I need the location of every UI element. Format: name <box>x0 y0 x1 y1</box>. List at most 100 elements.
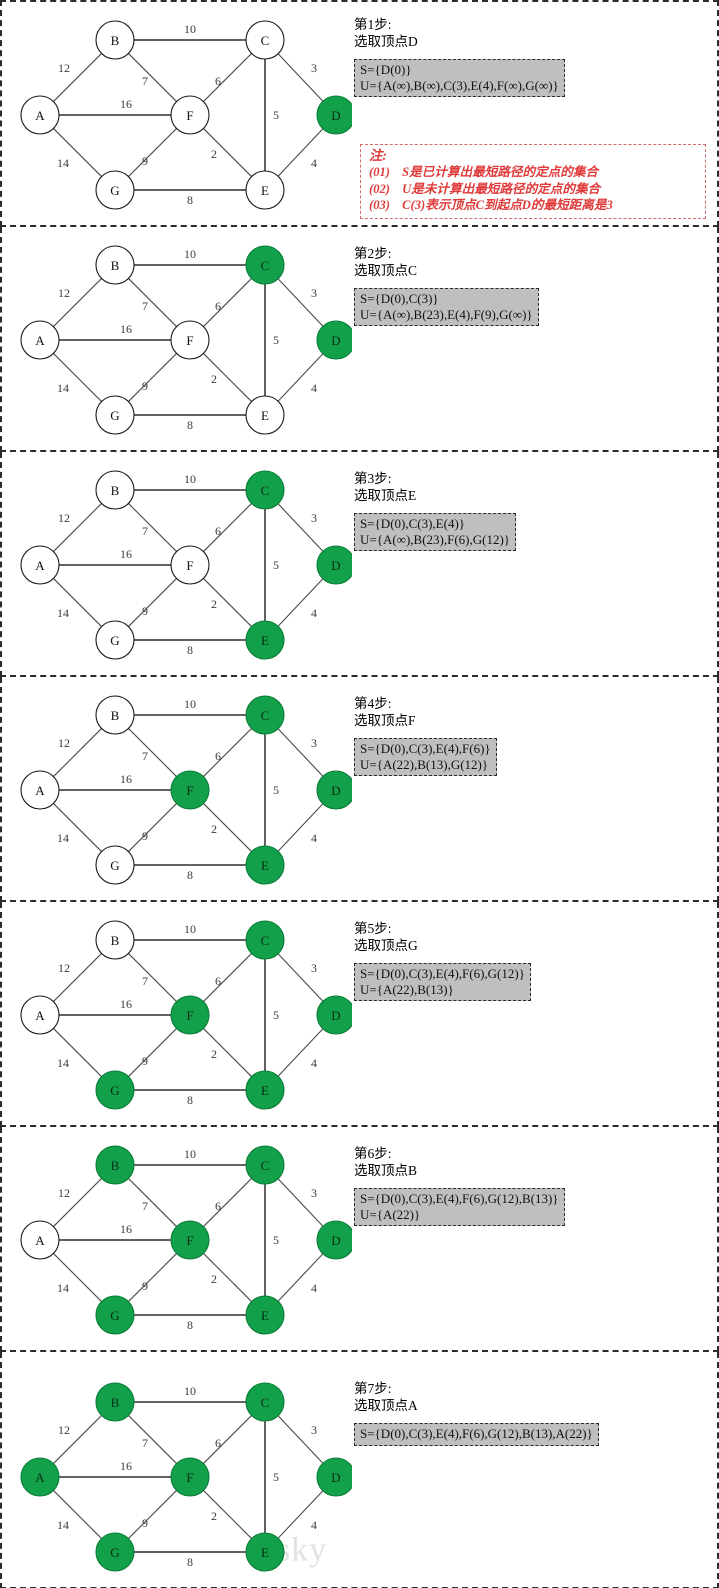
edge-weight-c-d: 3 <box>311 61 317 75</box>
graph-node-d[interactable] <box>316 545 352 585</box>
graph-node-a[interactable] <box>20 320 60 360</box>
u-set-line: U={A(∞),B(23),E(4),F(9),G(∞)} <box>360 306 533 322</box>
step-title-1: 第1步:选取顶点D <box>354 16 706 50</box>
graph-node-e[interactable] <box>245 170 285 210</box>
edge-weight-b-c: 10 <box>184 922 196 936</box>
step-title-line1: 第5步: <box>354 921 392 936</box>
graph-edge-c-d <box>277 503 324 552</box>
set-state-box-5: S={D(0),C(3),E(4),F(6),G(12)}U={A(22),B(… <box>354 963 531 1001</box>
edge-weight-c-e: 5 <box>273 1008 279 1022</box>
set-state-box-6: S={D(0),C(3),E(4),F(6),G(12),B(13)}U={A(… <box>354 1188 565 1226</box>
graph-node-label-e: E <box>261 1545 269 1560</box>
graph-node-g[interactable] <box>95 845 135 885</box>
edge-weight-b-f: 7 <box>142 1199 148 1213</box>
graph-node-b[interactable] <box>95 245 135 285</box>
set-state-box-1: S={D(0)}U={A(∞),B(∞),C(3),E(4),F(∞),G(∞)… <box>354 59 565 97</box>
graph-node-a[interactable] <box>20 1220 60 1260</box>
graph-node-e[interactable] <box>245 845 285 885</box>
graph-edge-d-e <box>277 578 324 627</box>
graph-edge-a-g <box>53 1253 102 1302</box>
edge-weight-c-e: 5 <box>273 558 279 572</box>
graph-edge-d-e <box>277 1490 324 1539</box>
graph-node-c[interactable] <box>245 695 285 735</box>
graph-node-f[interactable] <box>170 1457 210 1497</box>
s-set-line: S={D(0),C(3),E(4)} <box>360 516 466 531</box>
graph-node-e[interactable] <box>245 1532 285 1572</box>
graph-edge-f-g <box>128 803 177 852</box>
graph-node-d[interactable] <box>316 320 352 360</box>
edge-weight-b-f: 7 <box>142 524 148 538</box>
graph-node-d[interactable] <box>316 1457 352 1497</box>
edge-weight-b-c: 10 <box>184 247 196 261</box>
graph-node-b[interactable] <box>95 920 135 960</box>
graph-node-d[interactable] <box>316 770 352 810</box>
edge-weight-a-f: 16 <box>120 322 132 336</box>
graph-node-g[interactable] <box>95 1532 135 1572</box>
graph-node-e[interactable] <box>245 1070 285 1110</box>
graph-node-f[interactable] <box>170 320 210 360</box>
graph-node-f[interactable] <box>170 995 210 1035</box>
graph-node-a[interactable] <box>20 545 60 585</box>
graph-node-f[interactable] <box>170 1220 210 1260</box>
edge-weight-f-e: 2 <box>211 147 217 161</box>
edge-weight-f-e: 2 <box>211 597 217 611</box>
graph-edge-c-f <box>203 1178 252 1227</box>
u-set-line: U={A(22),B(13)} <box>360 981 454 997</box>
edge-weight-a-b: 12 <box>58 1186 70 1200</box>
graph-node-d[interactable] <box>316 995 352 1035</box>
graph-node-label-a: A <box>35 333 45 348</box>
graph-edge-a-g <box>53 578 102 627</box>
graph-node-a[interactable] <box>20 995 60 1035</box>
u-set-line: U={A(∞),B(∞),C(3),E(4),F(∞),G(∞)} <box>360 77 559 93</box>
graph-node-a[interactable] <box>20 770 60 810</box>
step-title-3: 第3步:选取顶点E <box>354 470 706 504</box>
step-title-line1: 第1步: <box>354 17 392 32</box>
graph-node-b[interactable] <box>95 695 135 735</box>
graph-node-g[interactable] <box>95 1295 135 1335</box>
graph-node-e[interactable] <box>245 1295 285 1335</box>
edge-weight-g-e: 8 <box>187 1555 193 1569</box>
edge-weight-c-d: 3 <box>311 1186 317 1200</box>
graph-node-g[interactable] <box>95 1070 135 1110</box>
graph-node-c[interactable] <box>245 1145 285 1185</box>
graph-edge-d-e <box>277 353 324 402</box>
graph-node-c[interactable] <box>245 245 285 285</box>
edge-weight-g-e: 8 <box>187 868 193 882</box>
graph-node-g[interactable] <box>95 620 135 660</box>
graph-node-b[interactable] <box>95 470 135 510</box>
graph-node-c[interactable] <box>245 920 285 960</box>
step-title-line1: 第6步: <box>354 1146 392 1161</box>
graph-node-g[interactable] <box>95 395 135 435</box>
graph-node-c[interactable] <box>245 1382 285 1422</box>
edge-weight-g-e: 8 <box>187 193 193 207</box>
graph-node-c[interactable] <box>245 470 285 510</box>
graph-node-label-b: B <box>111 933 120 948</box>
graph-node-b[interactable] <box>95 1382 135 1422</box>
graph-node-g[interactable] <box>95 170 135 210</box>
graph-node-f[interactable] <box>170 545 210 585</box>
graph-node-b[interactable] <box>95 20 135 60</box>
graph-node-d[interactable] <box>316 95 352 135</box>
graph-node-f[interactable] <box>170 95 210 135</box>
step-title-line2: 选取顶点E <box>354 488 417 503</box>
step-title-line1: 第4步: <box>354 696 392 711</box>
graph-node-d[interactable] <box>316 1220 352 1260</box>
graph-node-label-f: F <box>186 333 193 348</box>
graph-node-e[interactable] <box>245 620 285 660</box>
graph-node-label-a: A <box>35 1470 45 1485</box>
graph-node-b[interactable] <box>95 1145 135 1185</box>
graph-node-c[interactable] <box>245 20 285 60</box>
edge-weight-a-g: 14 <box>57 381 69 395</box>
watermark-text: sky <box>277 1532 327 1569</box>
graph-node-label-c: C <box>261 1158 270 1173</box>
graph-node-e[interactable] <box>245 395 285 435</box>
graph-node-a[interactable] <box>20 1457 60 1497</box>
graph-node-f[interactable] <box>170 770 210 810</box>
graph-edge-f-g <box>128 578 177 627</box>
edge-weight-c-d: 3 <box>311 736 317 750</box>
note-item-text-3: C(3)表示顶点C到起点D的最短距离是3 <box>399 198 613 213</box>
graph-node-a[interactable] <box>20 95 60 135</box>
